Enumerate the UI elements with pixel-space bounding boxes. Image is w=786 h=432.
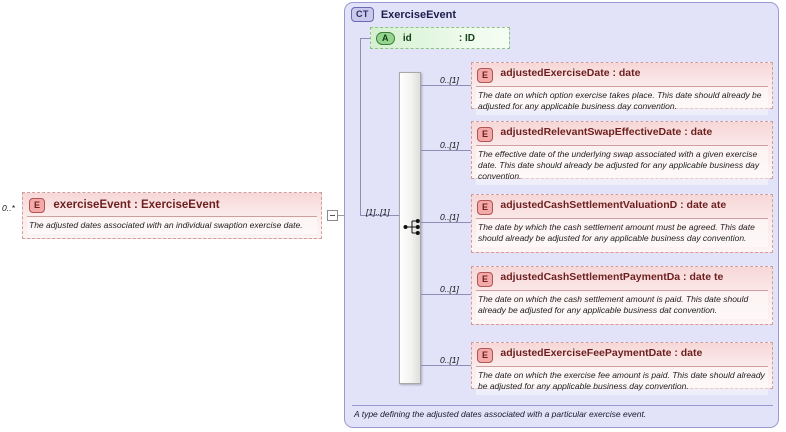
child-cardinality-2: 0..[1]	[440, 212, 459, 222]
child-title-row-1: E adjustedRelevantSwapEffectiveDate : da…	[472, 122, 772, 145]
complextype-title: ExerciseEvent	[380, 8, 457, 21]
attribute-row: A id : ID	[371, 28, 509, 48]
root-element-description: The adjusted dates associated with an in…	[27, 216, 317, 234]
attribute-name: id	[402, 32, 412, 44]
child-element-description-0: The date on which option exercise takes …	[476, 86, 768, 115]
compositor-cardinality: [1]..[1]	[366, 207, 390, 217]
child-connector-3	[421, 294, 471, 295]
child-element-name-3: adjustedCashSettlementPaymentDa : date t…	[500, 271, 724, 283]
child-connector-2	[421, 222, 471, 223]
attribute-box-id[interactable]: A id : ID	[370, 27, 510, 49]
element-badge-icon: E	[29, 198, 46, 213]
child-connector-0	[421, 85, 471, 86]
element-badge-icon: E	[477, 68, 494, 83]
sequence-compositor-bar[interactable]	[399, 72, 421, 384]
child-element-box-4[interactable]: E adjustedExerciseFeePaymentDate : date …	[471, 342, 773, 395]
minus-icon	[330, 215, 335, 216]
child-element-box-0[interactable]: E adjustedExerciseDate : date The date o…	[471, 62, 773, 115]
child-element-description-2: The date by which the cash settlement am…	[476, 218, 768, 247]
attribute-type: : ID	[458, 32, 476, 44]
child-element-description-4: The date on which the exercise fee amoun…	[476, 366, 768, 395]
root-element-box[interactable]: E exerciseEvent : ExerciseEvent The adju…	[22, 192, 322, 239]
root-element-name: exerciseEvent : ExerciseEvent	[53, 199, 220, 211]
child-element-name-1: adjustedRelevantSwapEffectiveDate : date	[500, 126, 713, 138]
child-element-box-3[interactable]: E adjustedCashSettlementPaymentDa : date…	[471, 266, 773, 325]
child-cardinality-3: 0..[1]	[440, 284, 459, 294]
child-element-name-0: adjustedExerciseDate : date	[500, 67, 641, 79]
complextype-header: CT ExerciseEvent	[351, 7, 456, 22]
child-title-row-2: E adjustedCashSettlementValuationD : dat…	[472, 195, 772, 218]
root-element-title-row: E exerciseEvent : ExerciseEvent	[23, 193, 321, 216]
child-title-row-3: E adjustedCashSettlementPaymentDa : date…	[472, 267, 772, 290]
child-cardinality-1: 0..[1]	[440, 140, 459, 150]
child-cardinality-0: 0..[1]	[440, 75, 459, 85]
root-to-container-connector	[338, 215, 346, 216]
element-badge-icon: E	[477, 272, 494, 287]
child-element-name-4: adjustedExerciseFeePaymentDate : date	[500, 347, 703, 359]
element-badge-icon: E	[477, 200, 494, 215]
child-title-row-4: E adjustedExerciseFeePaymentDate : date	[472, 343, 772, 366]
element-badge-icon: E	[477, 127, 494, 142]
child-element-description-1: The effective date of the underlying swa…	[476, 145, 768, 185]
child-connector-1	[421, 150, 471, 151]
child-cardinality-4: 0..[1]	[440, 355, 459, 365]
attribute-badge-icon: A	[376, 31, 395, 45]
element-badge-icon: E	[477, 348, 494, 363]
complex-type-badge-icon: CT	[351, 7, 374, 22]
sequence-compositor-icon	[403, 219, 420, 235]
root-element-cardinality: 0..*	[2, 203, 15, 213]
attribute-connector	[360, 38, 372, 39]
child-connector-4	[421, 365, 471, 366]
compositor-input-connector	[360, 215, 400, 216]
root-element-collapse-toggle[interactable]	[327, 210, 338, 221]
child-title-row-0: E adjustedExerciseDate : date	[472, 63, 772, 86]
child-element-description-3: The date on which the cash settlement am…	[476, 290, 768, 319]
child-element-box-2[interactable]: E adjustedCashSettlementValuationD : dat…	[471, 194, 773, 253]
child-element-name-2: adjustedCashSettlementValuationD : date …	[500, 199, 727, 211]
child-element-box-1[interactable]: E adjustedRelevantSwapEffectiveDate : da…	[471, 121, 773, 185]
footer-divider	[352, 405, 773, 406]
attribute-rail-vertical	[360, 38, 361, 216]
complextype-footer-annotation: A type defining the adjusted dates assoc…	[354, 409, 647, 419]
